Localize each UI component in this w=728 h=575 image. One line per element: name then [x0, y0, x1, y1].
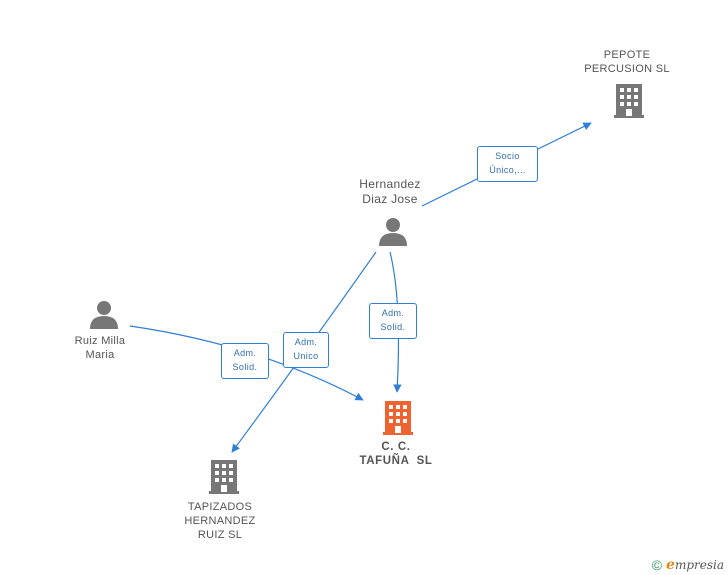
brand-logo: empresia [666, 557, 724, 573]
building-icon [209, 460, 239, 494]
edge-label-adm-solid-hernandez[interactable]: Adm. Solid. [369, 303, 417, 339]
node-hernandez-line1: Hernandez [359, 177, 421, 191]
edge-label-adm-solid-r-line2: Solid. [232, 362, 258, 372]
node-tafuna-line2: TAFUÑA SL [359, 455, 433, 467]
edge-label-socio-unico[interactable]: Socio Único,... [477, 146, 538, 182]
person-icon [90, 301, 118, 329]
node-hernandez-line2: Diaz Jose [362, 192, 418, 206]
edge-label-socio-line1: Socio [495, 151, 520, 161]
edge-label-socio-line2: Único,... [489, 165, 526, 175]
brand-rest: mpresia [674, 558, 724, 572]
node-pepote-line1: PEPOTE [603, 49, 651, 61]
node-tapizados-line2: HERNANDEZ [184, 515, 256, 527]
node-ruiz-line1: Ruiz Milla [74, 335, 126, 347]
copyright-icon: © [651, 557, 663, 573]
person-icon [379, 218, 407, 246]
node-tapizados-line3: RUIZ SL [197, 529, 243, 541]
footer-brand: © empresia [652, 557, 724, 573]
node-tapizados-label[interactable]: TAPIZADOS HERNANDEZ RUIZ SL [170, 500, 270, 542]
node-pepote-label[interactable]: PEPOTE PERCUSION SL [572, 48, 682, 76]
building-icon [614, 84, 644, 118]
edge-label-adm-solid-h-line1: Adm. [381, 308, 405, 318]
node-pepote-line2: PERCUSION SL [584, 63, 670, 75]
node-tafuna-line1: C. C. [381, 441, 411, 453]
node-ruiz-label[interactable]: Ruiz Milla Maria [55, 334, 145, 362]
building-icon-main [383, 401, 413, 435]
node-ruiz-line2: Maria [85, 349, 115, 361]
edge-label-adm-solid-h-line2: Solid. [380, 322, 406, 332]
edge-label-adm-solid-r-line1: Adm. [233, 348, 257, 358]
edge-label-adm-unico[interactable]: Adm. Unico [283, 332, 329, 368]
edge-label-adm-unico-line2: Unico [293, 351, 319, 361]
node-tapizados-line1: TAPIZADOS [187, 501, 253, 513]
node-tafuna-label[interactable]: C. C. TAFUÑA SL [346, 440, 446, 468]
node-hernandez-label[interactable]: Hernandez Diaz Jose [340, 177, 440, 207]
edge-label-adm-solid-ruiz[interactable]: Adm. Solid. [221, 343, 269, 379]
edge-label-adm-unico-line1: Adm. [294, 337, 318, 347]
brand-initial: e [666, 557, 675, 573]
